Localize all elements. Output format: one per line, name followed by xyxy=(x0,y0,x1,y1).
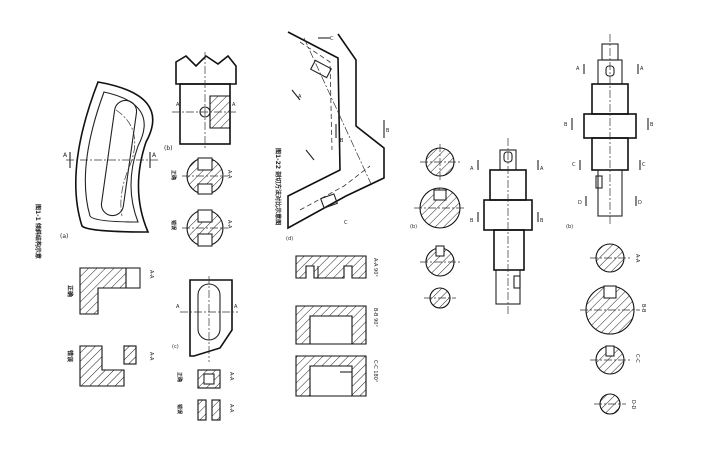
row-label-correct-2: 正确 xyxy=(170,170,177,180)
section-label-aa-4: A-A xyxy=(226,220,232,229)
marker-a-shaft-r: A xyxy=(540,166,544,172)
section-label-cc-right: C-C xyxy=(634,354,640,363)
marker-b-bar: B xyxy=(386,128,390,134)
small-section-correct: 正确 A-A xyxy=(176,369,234,389)
view-tag-b: (b) xyxy=(164,145,173,152)
row-label-wrong: 错误 xyxy=(66,350,74,363)
marker-a-slot-r: A xyxy=(234,304,238,310)
section-label-aa-right: A-A xyxy=(634,254,640,263)
bent-bar-view: C A B B C (d) xyxy=(286,31,390,242)
slotted-plate-view: A A (c) xyxy=(172,276,238,362)
marker-b-shaft-l: B xyxy=(470,218,474,224)
shaft-sections-right: A-A B-B C-C D-D xyxy=(580,243,646,415)
marker-d-right-r: D xyxy=(638,200,642,206)
marker-c-right-r: C xyxy=(642,162,646,168)
rotated-section-label-1: A-A 90° xyxy=(372,258,378,277)
marker-a-bar: A xyxy=(298,94,302,100)
section-marker-a-left: A xyxy=(63,152,68,159)
round-section-1: 正确 A-A xyxy=(170,157,232,195)
shaft-sections-left: (b) xyxy=(410,144,466,309)
section-label-dd-right: D-D xyxy=(630,400,636,410)
rotated-section-label-3: C-C 180° xyxy=(372,360,378,383)
channel-section-3: C-C 180° xyxy=(295,355,378,397)
marker-a-slot-l: A xyxy=(176,304,180,310)
row-label-wrong-3: 错误 xyxy=(176,404,183,415)
section-label-aa-6: A-A xyxy=(228,404,234,413)
section-label-aa-1: A-A xyxy=(148,270,154,279)
rotated-section-label-2: B-B 90° xyxy=(372,308,378,327)
marker-c-bar-top: C xyxy=(330,36,334,42)
marker-d-right-l: D xyxy=(578,200,582,206)
marker-c-right-l: C xyxy=(572,162,576,168)
figure-caption-2: 图1-22 剖切方法对比示意图 xyxy=(274,148,282,225)
channel-section-2: B-B 90° xyxy=(295,305,378,345)
marker-a-right-r: A xyxy=(640,66,644,72)
section-label-aa-3: A-A xyxy=(226,170,232,179)
marker-a-shaft-l: A xyxy=(470,166,474,172)
marker-b-right-r: B xyxy=(650,122,654,128)
small-section-wrong: 错误 A-A xyxy=(176,399,234,421)
figure-caption-1: 图1-1 倾斜结构示意 xyxy=(34,204,42,259)
marker-a-bracket-r: A xyxy=(232,102,236,108)
marker-c-bar-bottom: C xyxy=(344,220,348,226)
shaft-view-right: A A B B C C D D (b) xyxy=(564,34,654,230)
curved-plate-view: A A (a) xyxy=(60,81,160,240)
round-section-2: 错误 A-A xyxy=(170,209,232,247)
marker-b-right-l: B xyxy=(564,122,568,128)
l-section-correct: 正确 A-A xyxy=(66,267,154,315)
view-tag-d: (d) xyxy=(286,236,293,242)
shaft-view-center: A A B B xyxy=(470,138,544,316)
channel-section-1: A-A 90° xyxy=(295,255,378,279)
view-tag-c: (c) xyxy=(172,344,179,350)
section-label-bb-right: B-B xyxy=(640,304,646,313)
marker-b-bar-2: B xyxy=(340,138,344,144)
view-tag-right-b: (b) xyxy=(566,224,573,230)
marker-a-bracket-l: A xyxy=(176,102,180,108)
marker-b-shaft-r: B xyxy=(540,218,544,224)
row-label-correct-3: 正确 xyxy=(176,372,183,382)
section-label-aa-5: A-A xyxy=(228,372,234,381)
view-tag-a: (a) xyxy=(60,233,68,240)
view-tag-b2: (b) xyxy=(410,224,417,230)
bracket-view: A A (b) xyxy=(164,52,238,152)
row-label-wrong-2: 错误 xyxy=(170,220,177,231)
row-label-correct: 正确 xyxy=(66,285,74,297)
l-section-wrong: 错误 A-A xyxy=(66,345,154,387)
section-marker-a-right: A xyxy=(152,152,157,159)
marker-a-right-l: A xyxy=(576,66,580,72)
section-label-aa-2: A-A xyxy=(148,352,154,361)
